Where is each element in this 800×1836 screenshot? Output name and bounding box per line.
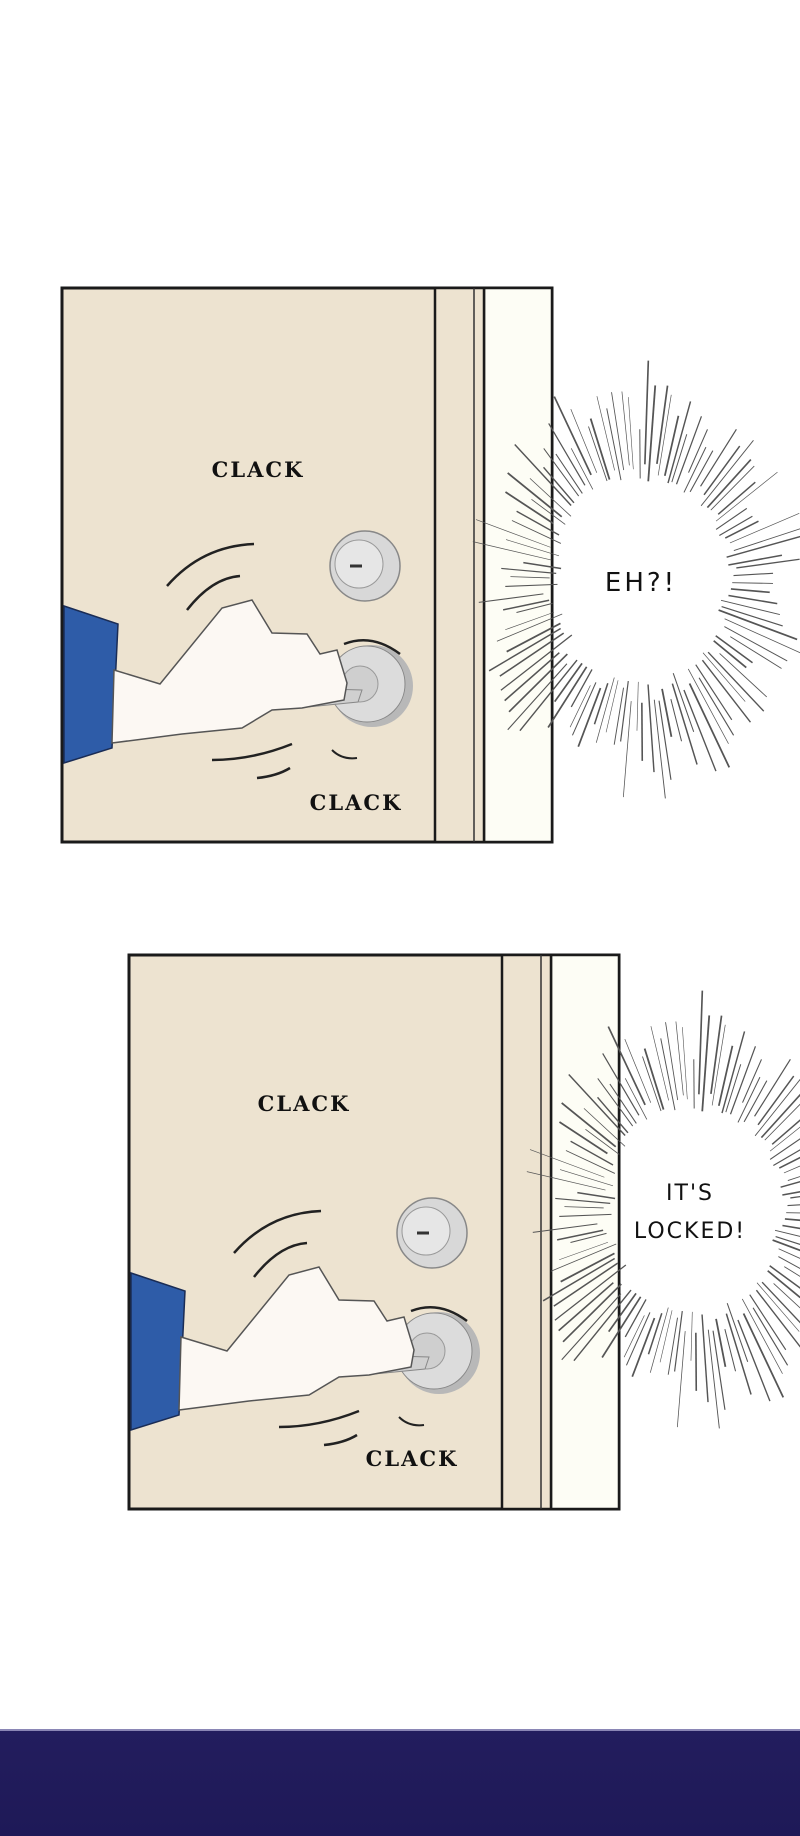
speed-line: [718, 482, 755, 514]
speed-line: [702, 660, 750, 722]
speed-line: [732, 583, 773, 584]
sfx-clack-top: CLACK: [258, 1091, 351, 1116]
speed-line: [666, 1022, 678, 1100]
speed-line: [648, 385, 655, 481]
speed-line: [660, 1310, 672, 1362]
speed-line: [548, 667, 587, 728]
speed-line: [730, 513, 799, 543]
speed-line: [622, 392, 629, 466]
speed-line: [554, 397, 591, 475]
speed-line: [728, 596, 777, 604]
sfx-clack-bottom: CLACK: [366, 1446, 459, 1471]
speed-line: [549, 423, 585, 485]
speed-line: [765, 1096, 800, 1140]
night-rain-panel: [0, 1729, 800, 1836]
speed-line: [648, 684, 654, 772]
speed-line: [594, 683, 607, 724]
speed-line: [730, 1046, 755, 1114]
speed-line: [591, 419, 610, 480]
speed-line: [773, 1240, 800, 1269]
speed-line: [725, 1329, 736, 1371]
speed-line: [621, 681, 629, 741]
speed-line: [722, 1031, 745, 1113]
speed-line: [708, 652, 764, 711]
speed-line: [728, 555, 782, 565]
speed-line: [786, 1213, 800, 1214]
speed-line: [628, 397, 633, 469]
speed-line: [753, 1308, 788, 1366]
speed-line: [676, 1022, 683, 1096]
speed-line: [702, 1015, 709, 1111]
speed-line: [719, 610, 798, 639]
speed-line: [731, 589, 770, 592]
speed-line: [607, 408, 621, 480]
panel-2: CLACK CLACK: [129, 955, 619, 1509]
speed-line: [612, 392, 624, 470]
speed-line: [770, 1266, 800, 1293]
speed-line: [716, 472, 777, 521]
speed-line: [691, 1312, 692, 1361]
speed-line: [682, 1027, 687, 1099]
speed-line: [708, 1330, 719, 1429]
panel-1: CLACK CLACK: [62, 288, 552, 842]
speed-line: [734, 573, 774, 575]
speed-line: [788, 1203, 800, 1205]
burst-text-line-1: IT'S: [666, 1181, 714, 1206]
speed-line: [781, 1165, 800, 1187]
speed-line: [782, 1185, 800, 1195]
speed-line: [675, 1311, 683, 1371]
speed-line: [668, 1318, 677, 1375]
speed-line: [673, 673, 693, 732]
burst-text-line-2: LOCKED!: [634, 1219, 746, 1244]
speed-line: [623, 701, 631, 797]
burst-text: EH?!: [605, 568, 677, 598]
speed-line: [661, 1038, 675, 1110]
speed-line: [699, 991, 702, 1095]
speed-line: [774, 1283, 800, 1326]
speed-line: [726, 1314, 751, 1395]
speed-line: [736, 559, 799, 568]
speed-line: [716, 636, 753, 663]
speed-line: [668, 401, 691, 483]
speed-line: [614, 688, 623, 745]
speed-line: [645, 1049, 664, 1110]
speed-line: [671, 699, 682, 741]
speed-line: [672, 684, 697, 765]
door-illustration: [62, 288, 552, 842]
speed-line: [677, 1331, 685, 1427]
speed-line: [727, 1303, 747, 1362]
speed-line: [773, 1146, 800, 1165]
speed-line: [588, 427, 607, 482]
speed-line: [642, 1057, 661, 1112]
sfx-clack-top: CLACK: [212, 457, 305, 482]
speed-line: [702, 1314, 708, 1402]
speed-line: [699, 678, 734, 736]
sfx-clack-bottom: CLACK: [310, 790, 403, 815]
speed-line: [720, 653, 767, 696]
speed-line: [645, 361, 648, 465]
speed-line: [648, 1313, 661, 1354]
door-illustration: [129, 955, 619, 1509]
speed-line: [707, 460, 750, 508]
speed-line: [606, 680, 618, 732]
speed-line: [659, 701, 671, 780]
speed-line: [654, 700, 665, 799]
speed-line: [676, 416, 701, 484]
speed-line: [713, 1331, 725, 1410]
speed-line: [727, 535, 800, 557]
speed-line: [785, 1219, 800, 1222]
speed-line: [637, 682, 638, 731]
